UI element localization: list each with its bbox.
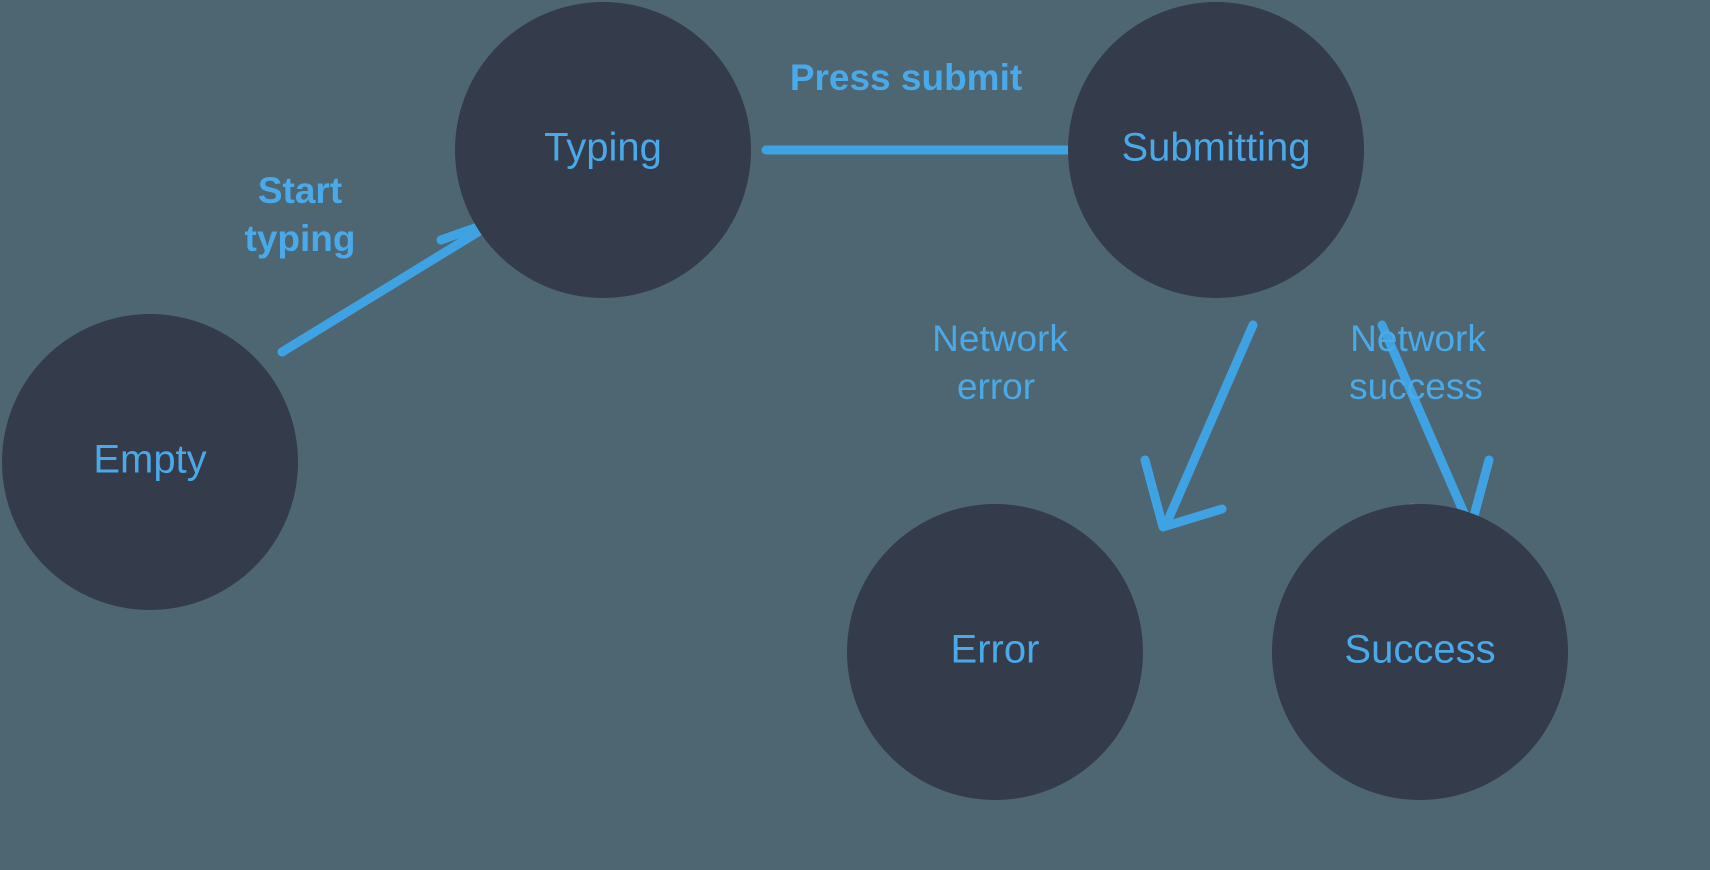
edge-label-network-success-line2: success [1349, 366, 1483, 407]
edge-submitting-to-error[interactable] [1140, 320, 1258, 532]
node-empty-label: Empty [93, 438, 206, 482]
node-error-circle [847, 504, 1143, 800]
edge-label-press-submit: Press submit [790, 57, 1022, 98]
edge-label-network-success: Network success [1349, 318, 1486, 407]
node-submitting-label: Submitting [1122, 126, 1311, 170]
node-typing-label: Typing [544, 126, 662, 170]
edge-label-network-error-line2: error [957, 366, 1035, 407]
edge-label-network-error: Network error [932, 318, 1068, 407]
edge-submitting-to-success-line [1377, 320, 1472, 525]
node-typing[interactable]: Typing [455, 2, 751, 298]
edge-label-network-error-line1: Network [932, 318, 1068, 359]
node-typing-circle [455, 2, 751, 298]
node-error-label: Error [951, 628, 1040, 672]
node-success[interactable]: Success [1272, 504, 1568, 800]
node-submitting-circle [1068, 2, 1364, 298]
node-submitting[interactable]: Submitting [1068, 2, 1364, 298]
edge-label-start-typing: Start typing [245, 170, 356, 259]
edge-submitting-to-error-arrowhead [1140, 455, 1227, 532]
edge-label-network-success-line1: Network [1350, 318, 1486, 359]
node-empty-circle [2, 314, 298, 610]
edge-label-start-typing-line2: typing [245, 218, 356, 259]
node-success-label: Success [1344, 628, 1495, 672]
node-error[interactable]: Error [847, 504, 1143, 800]
edge-empty-to-typing-line [277, 227, 483, 357]
node-success-circle [1272, 504, 1568, 800]
edge-submitting-to-error-line [1163, 320, 1258, 525]
node-empty[interactable]: Empty [2, 314, 298, 610]
edge-label-start-typing-line1: Start [258, 170, 342, 211]
edge-label-press-submit-line1: Press submit [790, 57, 1022, 98]
